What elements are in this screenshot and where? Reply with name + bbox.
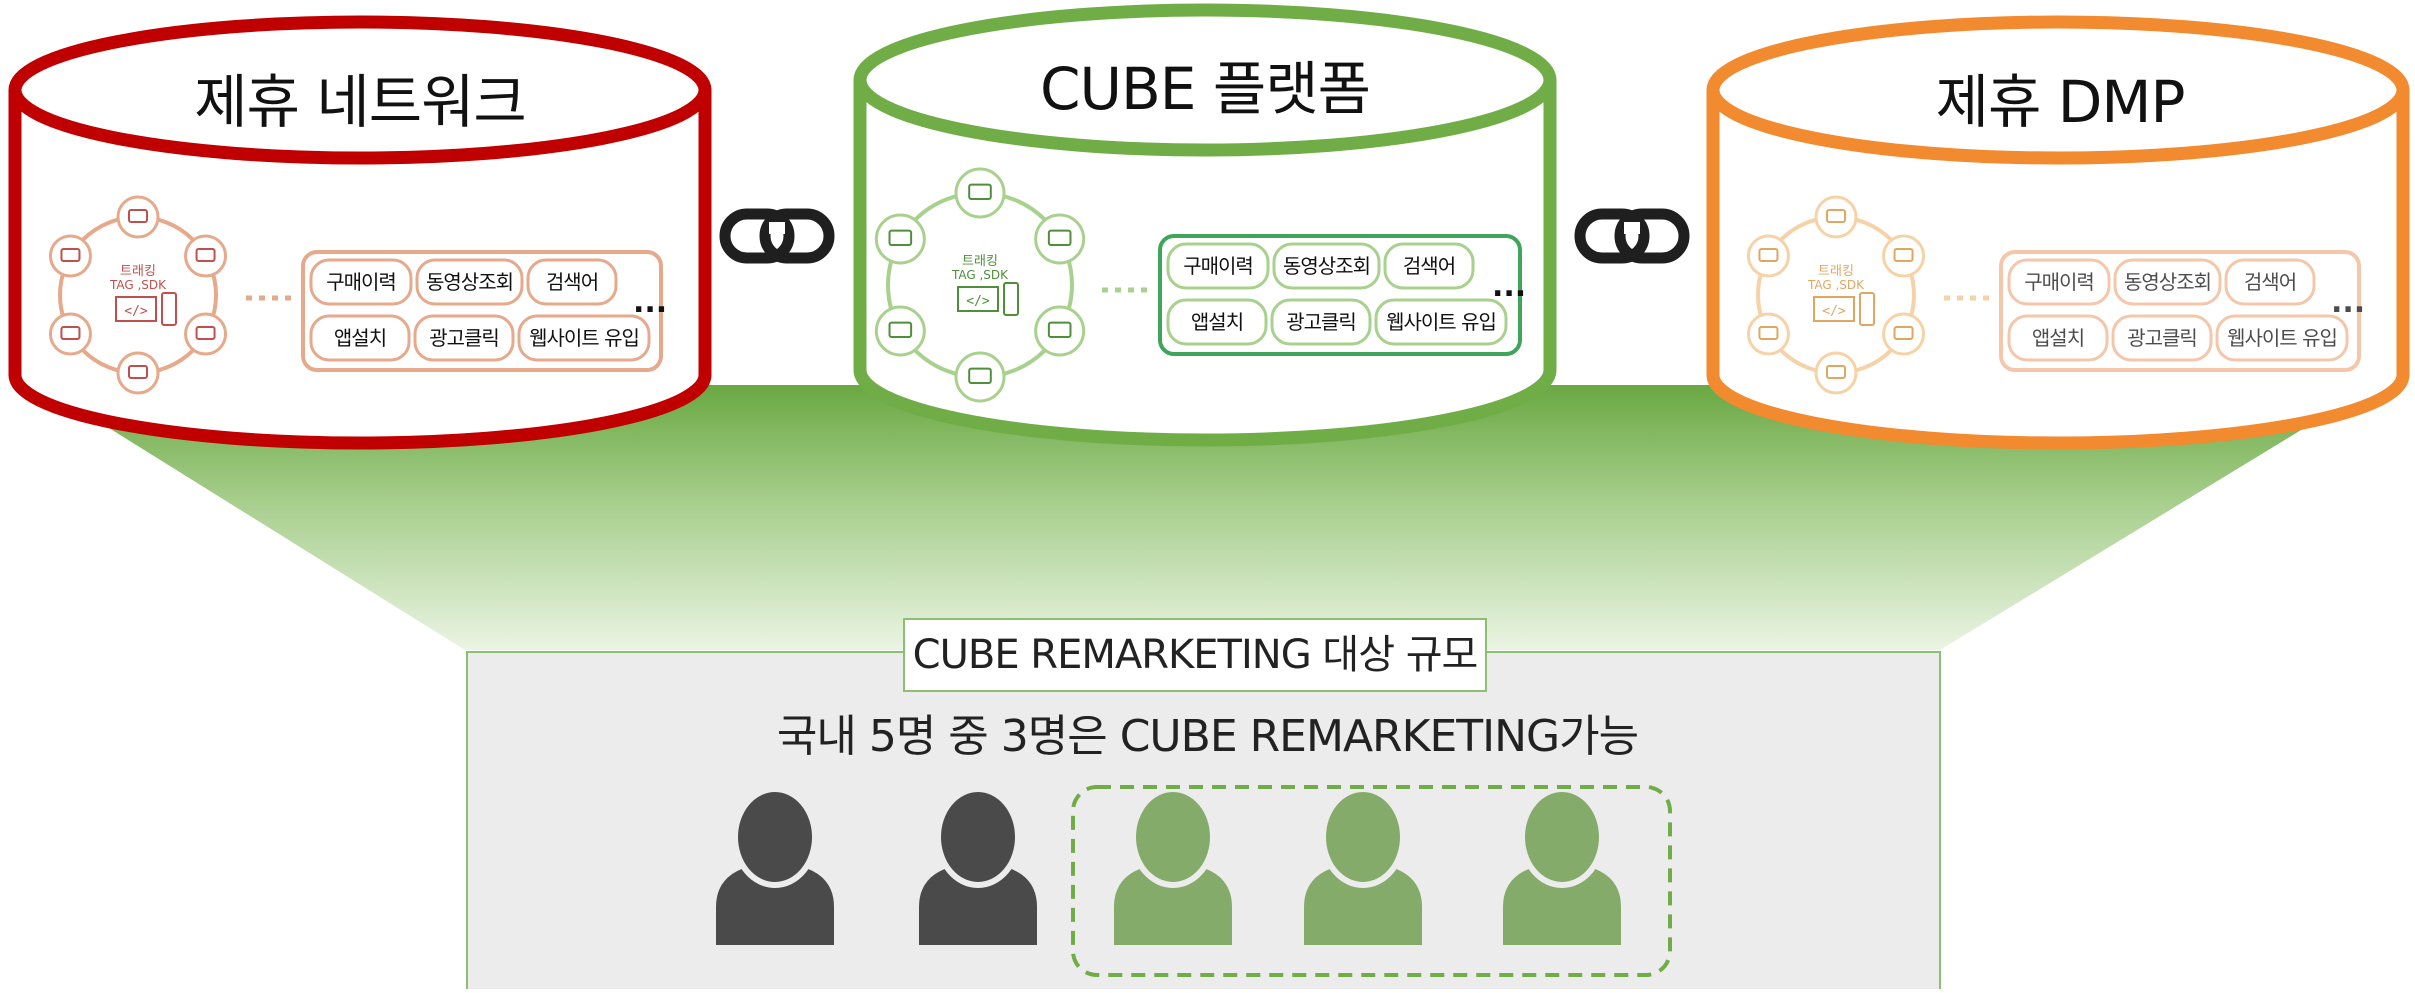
- cart-monitor-icon: [954, 167, 1006, 219]
- event-tag: [1272, 242, 1381, 290]
- tablet-icon: [184, 312, 228, 356]
- cart-monitor-icon: [116, 195, 160, 239]
- event-tag-label: 앱설치: [2032, 326, 2084, 350]
- download-phone-icon: [1746, 312, 1790, 356]
- event-tag-label: 광고클릭: [2127, 326, 2197, 350]
- event-tag-label: 검색어: [546, 270, 598, 294]
- highlight-group-frame: [1071, 785, 1672, 977]
- event-tag: [2224, 258, 2316, 306]
- summary-subtitle: 국내 5명 중 3명은 CUBE REMARKETING가능: [776, 711, 1639, 762]
- person-icon: [716, 786, 834, 945]
- person-icon: [919, 786, 1037, 945]
- event-tag: [2007, 314, 2109, 362]
- tracking-label-1: 트래킹: [120, 264, 156, 279]
- video-phone-icon: [1746, 234, 1790, 278]
- event-tag-label: 광고클릭: [1286, 310, 1356, 334]
- event-tag-label: 앱설치: [334, 326, 386, 350]
- event-tag: [2111, 314, 2213, 362]
- more-ellipsis: ...: [2331, 285, 2365, 320]
- download-phone-icon: [48, 312, 92, 356]
- event-tag: [2113, 258, 2222, 306]
- event-tag-label: 구매이력: [1183, 254, 1253, 278]
- event-tag-label: 검색어: [2244, 270, 2296, 294]
- cylinder-title-cube-platform: CUBE 플랫폼: [1040, 55, 1371, 123]
- event-tag-label: 구매이력: [2024, 270, 2094, 294]
- cylinder-top: [8, 15, 712, 165]
- person-icon: [1114, 786, 1232, 945]
- event-tag: [413, 314, 515, 362]
- event-tag: [1270, 298, 1372, 346]
- tracking-label-1: 트래킹: [962, 254, 998, 269]
- event-tag-label: 동영상조회: [2124, 270, 2211, 294]
- event-tag-label: 검색어: [1403, 254, 1455, 278]
- code-monitor-icon: </>: [957, 282, 1019, 316]
- chain-link-icon: [719, 208, 835, 264]
- code-monitor-icon: </>: [115, 292, 177, 326]
- video-phone-icon: [874, 213, 926, 265]
- event-tag-label: 동영상조회: [1283, 254, 1370, 278]
- chain-link-icon: [1574, 208, 1690, 264]
- person-icon: [1304, 786, 1422, 945]
- event-tag-label: 앱설치: [1191, 310, 1243, 334]
- event-tag: [1383, 242, 1475, 290]
- event-tag: [526, 258, 618, 306]
- tracking-label-2: TAG ,SDK: [951, 268, 1009, 282]
- tracking-label-2: TAG ,SDK: [109, 278, 167, 292]
- more-ellipsis: ...: [1492, 269, 1526, 304]
- search-monitor-icon: [1882, 234, 1926, 278]
- event-tag-label: 광고클릭: [429, 326, 499, 350]
- cylinder-title-partner-dmp: 제휴 DMP: [1935, 68, 2186, 136]
- event-tag-label: 웹사이트 유입: [1386, 310, 1496, 334]
- event-tag-label: 웹사이트 유입: [2227, 326, 2337, 350]
- funnel-shape: [40, 385, 2375, 650]
- download-phone-icon: [874, 305, 926, 357]
- event-tag-label: 웹사이트 유입: [529, 326, 639, 350]
- more-ellipsis: ...: [633, 285, 667, 320]
- svg-text:</>: </>: [1822, 304, 1846, 319]
- video-phone-icon: [48, 234, 92, 278]
- touch-tablet-icon: [954, 351, 1006, 403]
- event-tag: [517, 314, 651, 362]
- event-tag: [1166, 298, 1268, 346]
- code-monitor-icon: </>: [1813, 292, 1875, 326]
- summary-title: CUBE REMARKETING 대상 규모: [903, 618, 1487, 692]
- search-monitor-icon: [184, 234, 228, 278]
- event-tag: [415, 258, 524, 306]
- event-tag: [2007, 258, 2111, 306]
- svg-text:</>: </>: [966, 294, 990, 309]
- event-tag-label: 구매이력: [326, 270, 396, 294]
- cylinder-top: [1706, 15, 2410, 165]
- event-tag: [1374, 298, 1508, 346]
- tablet-icon: [1034, 305, 1086, 357]
- cart-monitor-icon: [1814, 195, 1858, 239]
- event-tag: [309, 314, 411, 362]
- tracking-label-1: 트래킹: [1818, 264, 1854, 279]
- touch-tablet-icon: [116, 351, 160, 395]
- cylinder-title-partner-network: 제휴 네트워크: [194, 68, 527, 136]
- event-tag: [1166, 242, 1270, 290]
- tracking-label-2: TAG ,SDK: [1807, 278, 1865, 292]
- touch-tablet-icon: [1814, 351, 1858, 395]
- event-tag: [309, 258, 413, 306]
- tablet-icon: [1882, 312, 1926, 356]
- svg-text:</>: </>: [124, 304, 148, 319]
- cylinder-top: [853, 3, 1557, 157]
- search-monitor-icon: [1034, 213, 1086, 265]
- event-tag-label: 동영상조회: [426, 270, 513, 294]
- person-icon: [1503, 786, 1621, 945]
- event-tag: [2215, 314, 2349, 362]
